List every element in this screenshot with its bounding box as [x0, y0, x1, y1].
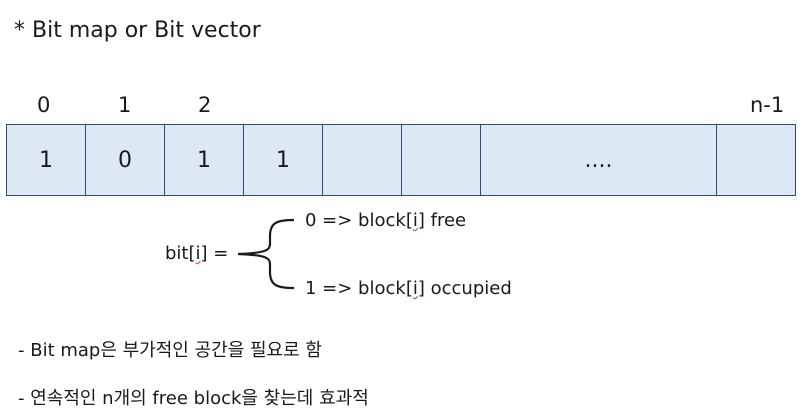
case-occupied-label: 1 => block[i] occupied [305, 278, 512, 299]
bullet-contiguous-search: - 연속적인 n개의 free block을 찾는데 효과적 [18, 388, 369, 409]
index-label-n-1: n-1 [750, 93, 785, 117]
bit-cell [323, 125, 402, 195]
bit-cell-ellipsis: .... [481, 125, 717, 195]
bit-i-label: bit[i] = [165, 243, 229, 264]
index-label-0: 0 [37, 93, 51, 117]
bit-cell: 1 [7, 125, 86, 195]
index-label-2: 2 [198, 93, 212, 117]
bit-cell: 1 [165, 125, 244, 195]
bit-cell [402, 125, 481, 195]
case-free-label: 0 => block[i] free [305, 210, 467, 231]
bit-cell: 0 [86, 125, 165, 195]
bit-cell-last [717, 125, 795, 195]
curly-brace-icon [237, 218, 295, 290]
diagram-title: * Bit map or Bit vector [14, 18, 261, 43]
bit-vector: 1 0 1 1 .... [6, 124, 796, 196]
bullet-extra-space: - Bit map은 부가적인 공간을 필요로 함 [18, 340, 322, 361]
bit-cell: 1 [244, 125, 323, 195]
index-label-1: 1 [118, 93, 132, 117]
